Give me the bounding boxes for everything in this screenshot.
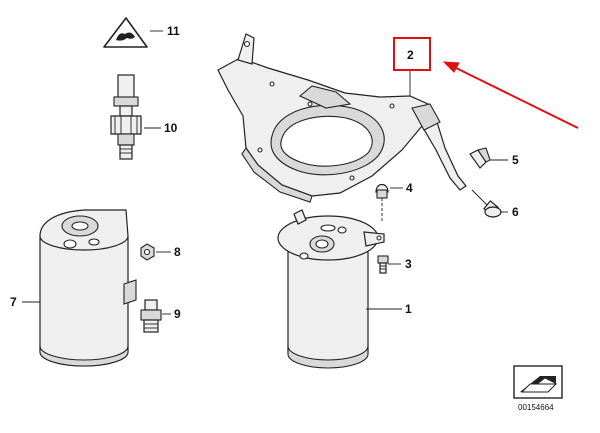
bolt (471, 189, 502, 218)
bracket (217, 33, 467, 203)
nut (140, 243, 155, 261)
label-10: 10 (164, 121, 178, 135)
label-6: 6 (512, 205, 519, 219)
sensor (140, 299, 162, 333)
label-1: 1 (405, 302, 412, 316)
label-11: 11 (167, 24, 180, 38)
red-pointer-arrow (442, 61, 579, 129)
clip-nut (469, 147, 491, 169)
label-2: 2 (407, 48, 414, 62)
label-4: 4 (406, 181, 413, 195)
catalog-mark-icon (513, 365, 563, 399)
diagram-number: 00154664 (518, 403, 554, 412)
dryer-left (39, 209, 137, 367)
label-9: 9 (174, 307, 181, 321)
screw (377, 255, 389, 274)
label-8: 8 (174, 245, 181, 259)
label-3: 3 (405, 257, 412, 271)
warning-triangle-icon (103, 17, 148, 48)
pressure-switch (110, 74, 142, 160)
grommet (375, 183, 389, 199)
label-7: 7 (10, 295, 17, 309)
highlight-box (393, 37, 431, 71)
label-5: 5 (512, 153, 519, 167)
dryer-with-flange (277, 209, 385, 369)
